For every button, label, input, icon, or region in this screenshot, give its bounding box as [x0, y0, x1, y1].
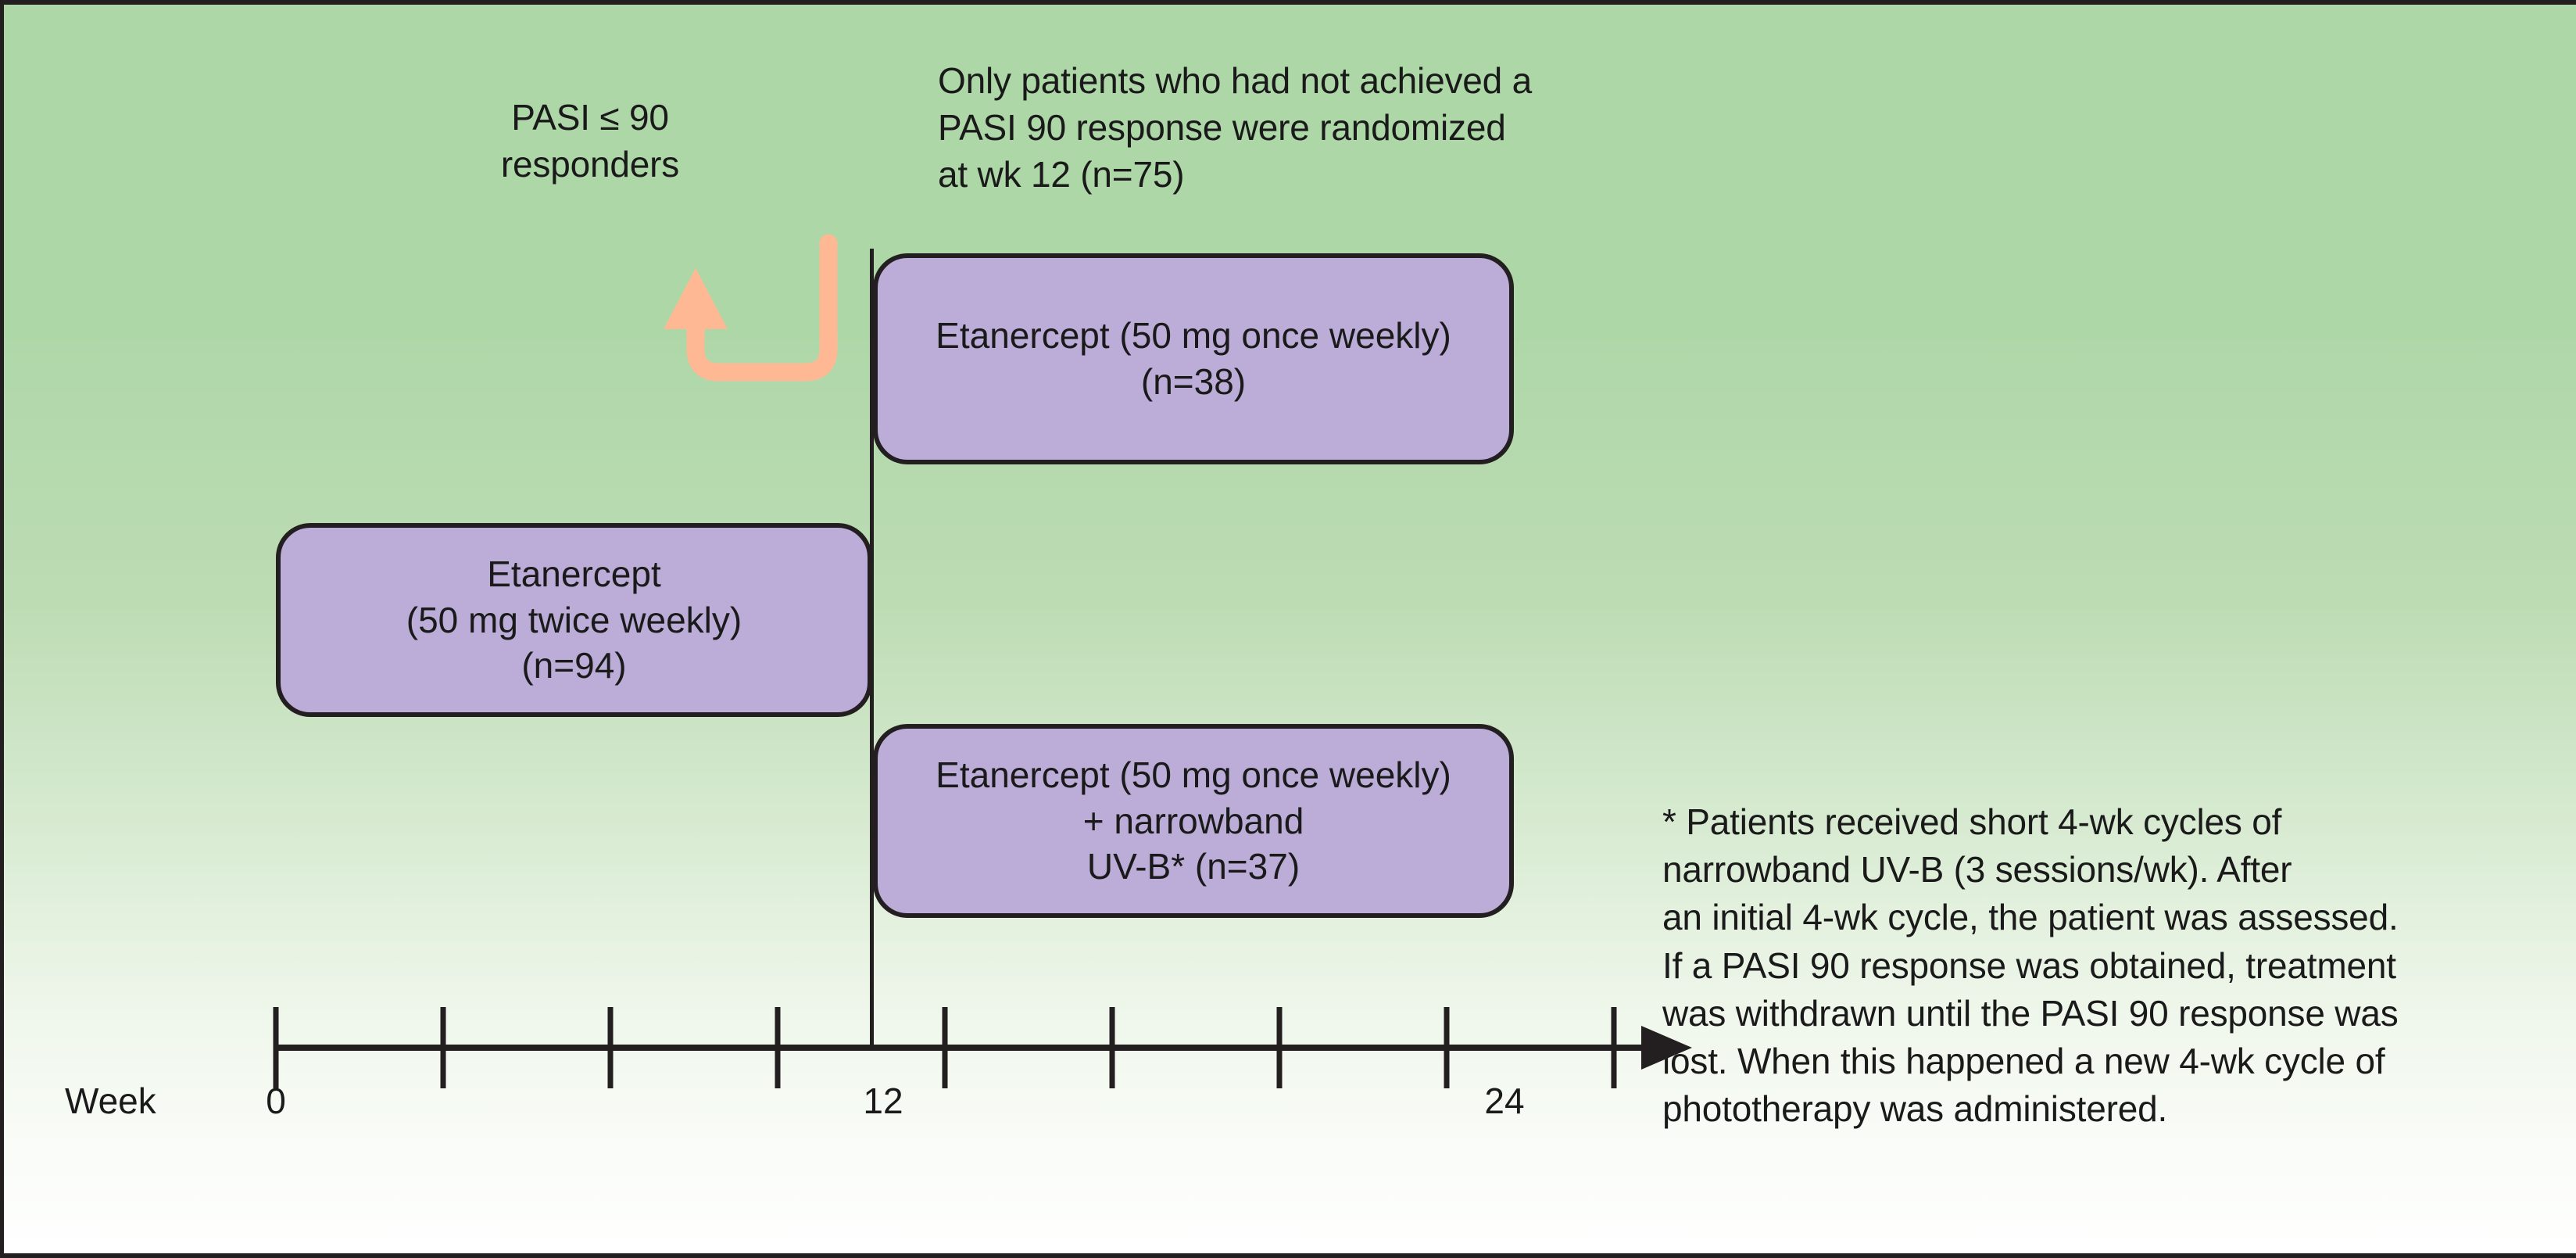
tick-label-week-24: 24 — [1484, 1081, 1525, 1121]
timeline-axis — [273, 1007, 1692, 1088]
footnote-text: * Patients received short 4-wk cycles of… — [1662, 801, 2399, 1130]
treatment-box-etanercept-once-weekly[interactable]: Etanercept (50 mg once weekly) (n=38) — [873, 253, 1514, 464]
right-arrowhead-icon — [1641, 1026, 1692, 1070]
randomization-annotation: Only patients who had not achieved a PAS… — [938, 60, 1532, 195]
tick-label-week-12: 12 — [863, 1081, 903, 1121]
responders-annotation: PASI ≤ 90 responders — [500, 97, 680, 185]
curved-up-arrow-icon — [664, 234, 838, 382]
treatment-box-etanercept-twice-weekly[interactable]: Etanercept (50 mg twice weekly) (n=94) — [276, 523, 872, 717]
axis-label-week: Week — [65, 1081, 156, 1121]
figure-canvas: PASI ≤ 90 responders Only patients who h… — [4, 5, 2576, 1253]
treatment-box-etanercept-uvb[interactable]: Etanercept (50 mg once weekly) + narrowb… — [873, 724, 1514, 918]
